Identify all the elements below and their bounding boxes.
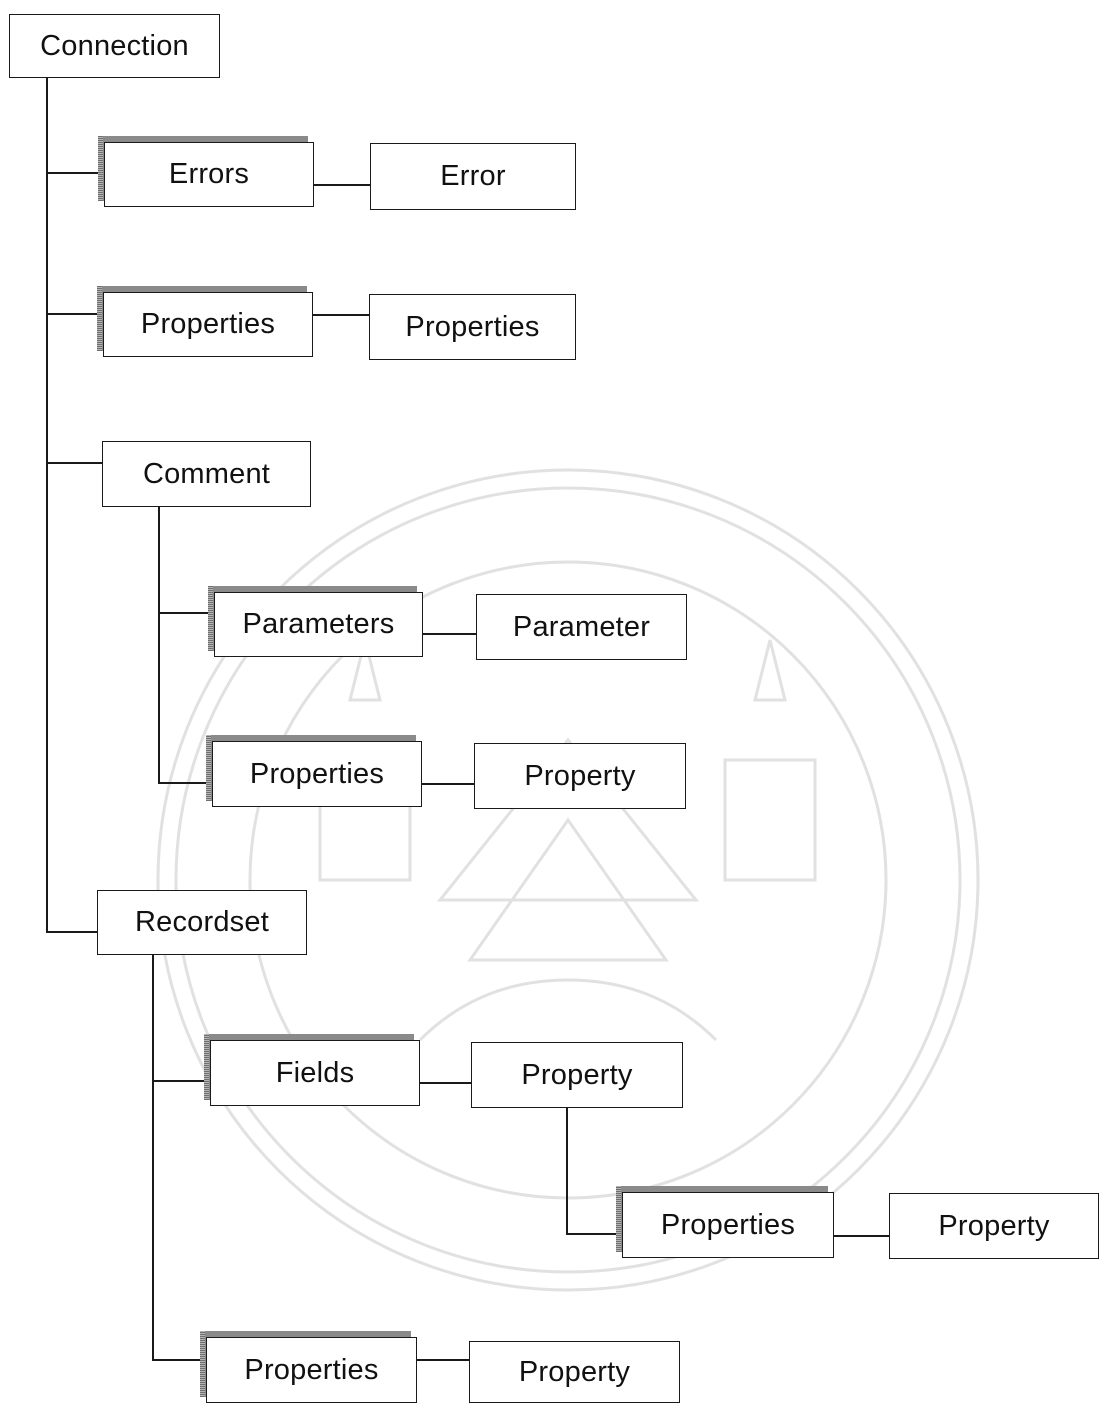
node-command-property: Property [474, 743, 686, 809]
node-label: Properties [140, 308, 276, 340]
node-label: Parameters [242, 608, 395, 640]
connector-comment-parameters [158, 612, 214, 614]
node-label: Property [524, 759, 636, 792]
connector-fields-property [419, 1082, 472, 1084]
node-label: Comment [142, 457, 271, 490]
node-connection: Connection [9, 14, 220, 78]
node-label: Properties [244, 1353, 379, 1386]
node-label: Parameter [512, 610, 651, 643]
node-label: Connection [40, 29, 189, 62]
node-label: Fields [275, 1056, 355, 1089]
node-label: Recordset [135, 906, 269, 938]
connector-properties-property-far [833, 1235, 890, 1237]
connector-connection-properties [46, 313, 104, 315]
connector-errors-error [313, 184, 371, 186]
connector-properties-property [421, 783, 475, 785]
connector-recordset-fields [152, 1080, 210, 1082]
node-parameters-collection: Parameters [208, 586, 423, 657]
connector-rs-properties-property [416, 1359, 470, 1361]
node-comment: Comment [102, 441, 311, 507]
node-label: Errors [168, 158, 250, 190]
connector-comment-trunk [158, 506, 160, 784]
connector-parameters-parameter [422, 633, 476, 635]
node-label: Properties [249, 757, 385, 790]
node-fields-collection: Fields [204, 1034, 420, 1106]
node-recordset-properties-collection: Properties [200, 1331, 417, 1403]
connector-connection-errors [46, 172, 104, 174]
connector-property-properties [566, 1233, 622, 1235]
node-label: Property [518, 1355, 631, 1388]
node-field-properties-collection: Properties [616, 1186, 834, 1258]
node-connection-properties: Properties [369, 294, 576, 360]
connector-connection-comment [46, 462, 102, 464]
node-recordset-property: Property [469, 1341, 680, 1403]
node-field-properties-property: Property [889, 1193, 1099, 1259]
connector-property-down [566, 1106, 568, 1235]
connector-properties-properties [312, 314, 370, 316]
node-command-properties-collection: Properties [206, 735, 422, 807]
connector-connection-recordset [46, 931, 98, 933]
node-recordset: Recordset [97, 890, 307, 955]
node-parameter: Parameter [476, 594, 687, 660]
node-field-property: Property [471, 1042, 683, 1108]
node-label: Property [521, 1058, 633, 1091]
node-connection-properties-collection: Properties [97, 286, 313, 357]
connector-comment-properties [158, 782, 212, 784]
node-label: Properties [660, 1208, 796, 1241]
connector-recordset-trunk [152, 953, 154, 1361]
node-label: Property [938, 1209, 1050, 1242]
connector-connection-trunk [46, 77, 48, 933]
node-error: Error [370, 143, 576, 210]
connector-recordset-properties [152, 1359, 208, 1361]
node-label: Properties [405, 310, 540, 343]
node-errors-collection: Errors [98, 136, 314, 207]
node-label: Error [440, 160, 506, 192]
